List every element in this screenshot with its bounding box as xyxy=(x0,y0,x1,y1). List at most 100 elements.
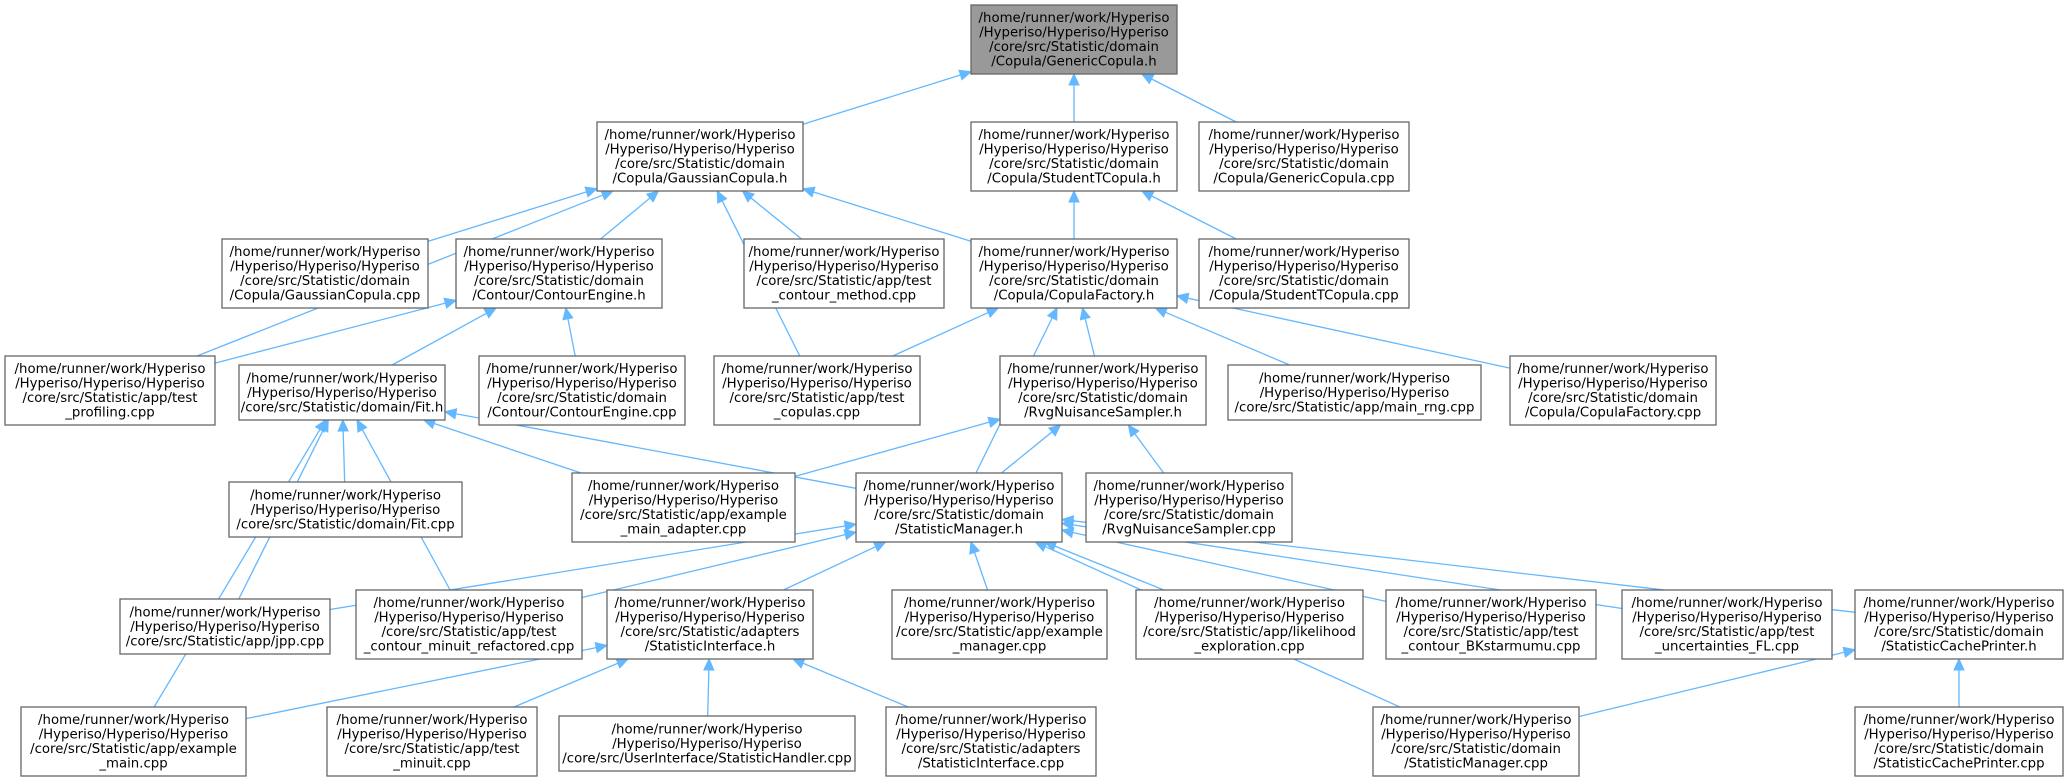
node-label-line: /Copula/GenericCopula.cpp xyxy=(1213,172,1394,187)
node-label-line: /Copula/GaussianCopula.h xyxy=(613,172,788,187)
node-label-line: /core/src/Statistic/domain xyxy=(1391,742,1561,757)
file-node-handler[interactable]: /home/runner/work/Hyperiso/Hyperiso/Hype… xyxy=(558,715,856,772)
node-label-line: /core/src/Statistic/domain xyxy=(1018,391,1188,406)
node-label-line: /home/runner/work/Hyperiso xyxy=(1259,371,1450,386)
file-node-minuit[interactable]: /home/runner/work/Hyperiso/Hyperiso/Hype… xyxy=(326,706,538,777)
file-node-root[interactable]: /home/runner/work/Hyperiso/Hyperiso/Hype… xyxy=(970,4,1178,75)
node-box xyxy=(119,598,331,655)
node-label-line: /Copula/GaussianCopula.cpp xyxy=(230,289,421,304)
node-label-line: /core/src/Statistic/app/test xyxy=(1639,625,1814,640)
file-node-fit-cpp[interactable]: /home/runner/work/Hyperiso/Hyperiso/Hype… xyxy=(228,481,463,538)
node-box xyxy=(1509,355,1717,426)
file-node-generic-cpp[interactable]: /home/runner/work/Hyperiso/Hyperiso/Hype… xyxy=(1198,121,1410,192)
file-node-minuit-ref[interactable]: /home/runner/work/Hyperiso/Hyperiso/Hype… xyxy=(355,589,583,660)
node-label-line: /core/src/Statistic/domain xyxy=(1219,274,1389,289)
include-edge xyxy=(750,197,802,240)
arrowhead-icon xyxy=(969,540,981,555)
node-box xyxy=(4,355,216,426)
file-node-manager-cpp[interactable]: /home/runner/work/Hyperiso/Hyperiso/Hype… xyxy=(1372,706,1580,777)
file-node-main-adapter[interactable]: /home/runner/work/Hyperiso/Hyperiso/Hype… xyxy=(571,472,796,543)
file-node-cache-cpp[interactable]: /home/runner/work/Hyperiso/Hyperiso/Hype… xyxy=(1854,706,2064,777)
file-node-jpp[interactable]: /home/runner/work/Hyperiso/Hyperiso/Hype… xyxy=(119,598,331,655)
node-label-line: /home/runner/work/Hyperiso xyxy=(979,245,1170,260)
node-label-line: _copulas.cpp xyxy=(773,406,860,421)
node-box xyxy=(1135,589,1364,660)
file-node-cache-h[interactable]: /home/runner/work/Hyperiso/Hyperiso/Hype… xyxy=(1854,589,2064,660)
file-node-studentt-cpp[interactable]: /home/runner/work/Hyperiso/Hyperiso/Hype… xyxy=(1198,238,1410,309)
node-label-line: /core/src/Statistic/domain/Fit.cpp xyxy=(236,517,454,532)
node-label-line: /Hyperiso/Hyperiso/Hyperiso xyxy=(589,494,779,509)
file-node-gaussian-cpp[interactable]: /home/runner/work/Hyperiso/Hyperiso/Hype… xyxy=(221,238,429,309)
arrowhead-icon xyxy=(741,190,756,203)
node-label-line: /Hyperiso/Hyperiso/Hyperiso xyxy=(1094,494,1284,509)
file-node-copulas[interactable]: /home/runner/work/Hyperiso/Hyperiso/Hype… xyxy=(713,355,921,426)
file-node-rvg-h[interactable]: /home/runner/work/Hyperiso/Hyperiso/Hype… xyxy=(999,355,1207,426)
node-label-line: /core/src/Statistic/domain xyxy=(874,508,1044,523)
file-node-contour-cpp[interactable]: /home/runner/work/Hyperiso/Hyperiso/Hype… xyxy=(478,355,686,426)
node-box xyxy=(1227,364,1482,421)
node-label-line: /RvgNuisanceSampler.cpp xyxy=(1102,523,1276,538)
node-label-line: /home/runner/work/Hyperiso xyxy=(1381,713,1572,728)
node-label-line: _main_adapter.cpp xyxy=(620,523,747,538)
arrowhead-icon xyxy=(958,69,973,81)
file-node-studentt-h[interactable]: /home/runner/work/Hyperiso/Hyperiso/Hype… xyxy=(970,121,1178,192)
node-box xyxy=(885,706,1097,777)
file-node-factory-h[interactable]: /home/runner/work/Hyperiso/Hyperiso/Hype… xyxy=(970,238,1178,309)
node-label-line: /Hyperiso/Hyperiso/Hyperiso xyxy=(605,143,795,158)
file-node-fit-h[interactable]: /home/runner/work/Hyperiso/Hyperiso/Hype… xyxy=(238,364,446,421)
node-label-line: /Hyperiso/Hyperiso/Hyperiso xyxy=(864,494,1054,509)
include-edge xyxy=(1134,433,1165,474)
node-label-line: /Hyperiso/Hyperiso/Hyperiso xyxy=(1381,728,1571,743)
node-label-line: /home/runner/work/Hyperiso xyxy=(250,488,441,503)
file-node-contour-method[interactable]: /home/runner/work/Hyperiso/Hyperiso/Hype… xyxy=(743,238,945,309)
node-label-line: /Copula/StudentTCopula.h xyxy=(987,172,1161,187)
node-label-line: _contour_BKstarmumu.cpp xyxy=(1401,640,1581,655)
node-label-line: /Hyperiso/Hyperiso/Hyperiso xyxy=(749,260,939,275)
node-label-line: /home/runner/work/Hyperiso xyxy=(1154,596,1345,611)
file-node-likelihood[interactable]: /home/runner/work/Hyperiso/Hyperiso/Hype… xyxy=(1135,589,1364,660)
node-label-line: /home/runner/work/Hyperiso xyxy=(605,128,796,143)
node-label-line: /Hyperiso/Hyperiso/Hyperiso xyxy=(39,728,229,743)
file-node-iface-h[interactable]: /home/runner/work/Hyperiso/Hyperiso/Hype… xyxy=(606,589,814,660)
node-label-line: /Hyperiso/Hyperiso/Hyperiso xyxy=(247,386,437,401)
include-edge xyxy=(567,318,576,357)
node-label-line: /Hyperiso/Hyperiso/Hyperiso xyxy=(905,611,1095,626)
file-node-profiling[interactable]: /home/runner/work/Hyperiso/Hyperiso/Hype… xyxy=(4,355,216,426)
file-node-contour-h[interactable]: /home/runner/work/Hyperiso/Hyperiso/Hype… xyxy=(455,238,663,309)
include-edge xyxy=(802,74,961,125)
node-label-line: _main.cpp xyxy=(98,757,167,772)
file-node-main-rng[interactable]: /home/runner/work/Hyperiso/Hyperiso/Hype… xyxy=(1227,364,1482,421)
include-edge xyxy=(1187,297,1511,369)
arrowhead-icon xyxy=(337,418,349,432)
node-label-line: /home/runner/work/Hyperiso xyxy=(1864,596,2055,611)
file-node-iface-cpp[interactable]: /home/runner/work/Hyperiso/Hyperiso/Hype… xyxy=(885,706,1097,777)
arrowhead-icon xyxy=(1140,73,1155,85)
file-node-factory-cpp[interactable]: /home/runner/work/Hyperiso/Hyperiso/Hype… xyxy=(1509,355,1717,426)
include-edge xyxy=(153,429,321,708)
node-label-line: /home/runner/work/Hyperiso xyxy=(337,713,528,728)
arrowhead-icon xyxy=(443,297,458,309)
include-edge xyxy=(794,421,990,478)
node-label-line: /home/runner/work/Hyperiso xyxy=(230,245,421,260)
node-label-line: /Hyperiso/Hyperiso/Hyperiso xyxy=(487,377,677,392)
node-label-line: /core/src/Statistic/app/test xyxy=(729,391,904,406)
include-edge xyxy=(802,662,909,708)
arrowhead-icon xyxy=(356,418,368,433)
file-node-uncert[interactable]: /home/runner/work/Hyperiso/Hyperiso/Hype… xyxy=(1621,589,1833,660)
node-label-line: /Copula/GenericCopula.h xyxy=(991,55,1156,70)
node-label-line: /Copula/StudentTCopula.cpp xyxy=(1209,289,1398,304)
file-node-gaussian-h[interactable]: /home/runner/work/Hyperiso/Hyperiso/Hype… xyxy=(596,121,804,192)
node-label-line: /Contour/ContourEngine.h xyxy=(472,289,645,304)
arrowhead-icon xyxy=(600,189,615,201)
file-node-rvg-cpp[interactable]: /home/runner/work/Hyperiso/Hyperiso/Hype… xyxy=(1085,472,1293,543)
file-node-bkstar[interactable]: /home/runner/work/Hyperiso/Hyperiso/Hype… xyxy=(1385,589,1597,660)
node-box xyxy=(970,121,1178,192)
file-node-main-ex[interactable]: /home/runner/work/Hyperiso/Hyperiso/Hype… xyxy=(20,706,247,777)
node-label-line: /home/runner/work/Hyperiso xyxy=(749,245,940,260)
node-box xyxy=(455,238,663,309)
node-label-line: /Hyperiso/Hyperiso/Hyperiso xyxy=(337,728,527,743)
file-node-manager-ex[interactable]: /home/runner/work/Hyperiso/Hyperiso/Hype… xyxy=(891,589,1108,660)
node-label-line: /home/runner/work/Hyperiso xyxy=(130,605,321,620)
arrowhead-icon xyxy=(1842,646,1857,659)
file-node-manager-h[interactable]: /home/runner/work/Hyperiso/Hyperiso/Hype… xyxy=(855,472,1063,543)
